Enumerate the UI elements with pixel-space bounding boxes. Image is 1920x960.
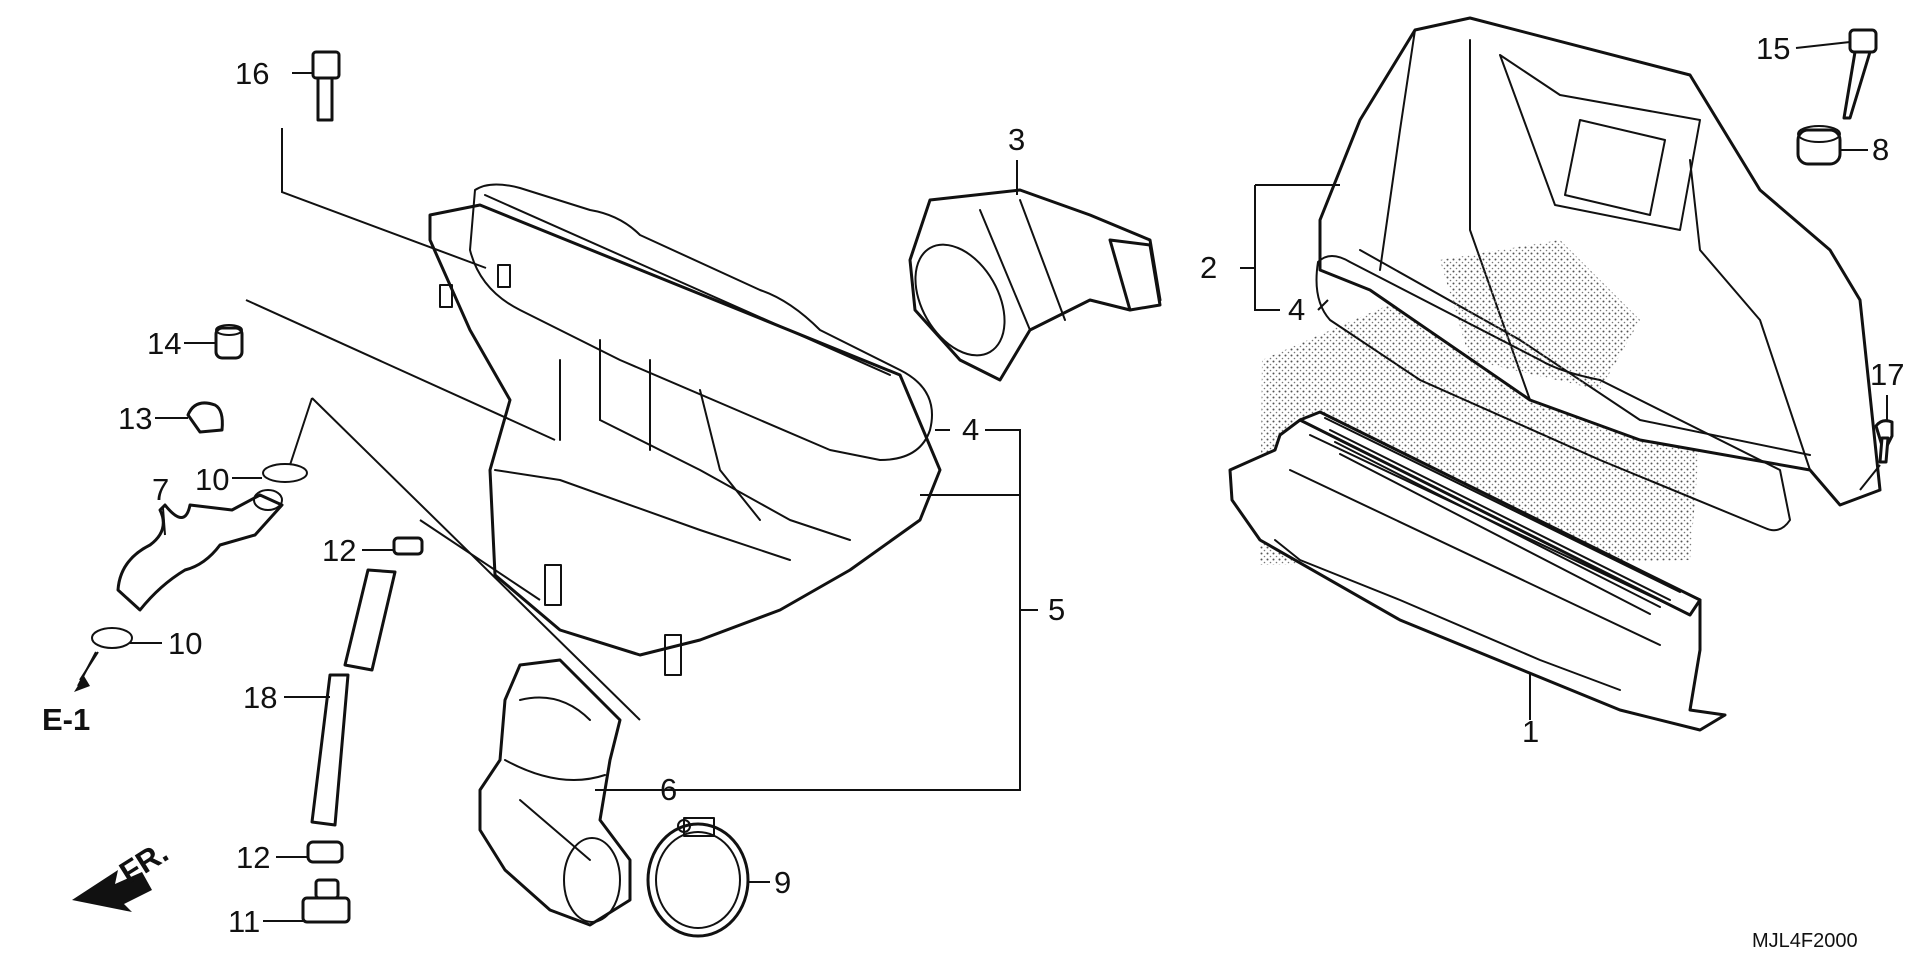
- tube-clip-upper[interactable]: [262, 463, 308, 483]
- tube-clip-12-lower[interactable]: [306, 840, 344, 864]
- callout-4-cover: 4: [1288, 292, 1305, 327]
- tube-clip-lower[interactable]: [91, 627, 133, 649]
- front-direction-arrow-icon: FR.: [72, 834, 174, 912]
- callout-10-lower: 10: [168, 626, 202, 661]
- reference-label: E-1: [42, 702, 90, 737]
- callout-8: 8: [1872, 132, 1889, 167]
- air-cleaner-cover[interactable]: [1318, 16, 1882, 507]
- intake-duct[interactable]: [478, 658, 632, 927]
- callout-15: 15: [1756, 31, 1790, 66]
- callout-6: 6: [660, 772, 677, 807]
- callout-12-lower: 12: [236, 840, 270, 875]
- callout-4-case: 4: [962, 412, 979, 447]
- callout-13: 13: [118, 401, 152, 436]
- diagram-code: MJL4F2000: [1752, 930, 1858, 952]
- grommet-14[interactable]: [214, 324, 244, 360]
- bolt-16[interactable]: [311, 50, 341, 122]
- callout-16: 16: [235, 56, 269, 91]
- callout-18: 18: [243, 680, 277, 715]
- grommet-8[interactable]: [1796, 125, 1842, 166]
- callout-10-upper: 10: [195, 462, 229, 497]
- cover-seal-packing[interactable]: [1315, 255, 1791, 532]
- air-cleaner-case[interactable]: [428, 203, 942, 676]
- drain-tube[interactable]: [116, 489, 284, 612]
- callout-14: 14: [147, 326, 181, 361]
- drain-tube-18[interactable]: [310, 568, 397, 827]
- callout-labels: 1 2 3 4 4 5 6 7 8 9 10 10 11 12 12 13 14…: [118, 31, 1904, 939]
- callout-17: 17: [1870, 357, 1904, 392]
- band-clamp[interactable]: [646, 817, 750, 938]
- case-seal-packing[interactable]: [469, 183, 933, 461]
- leader-lines: [74, 41, 1888, 922]
- screw-17[interactable]: [1874, 419, 1894, 464]
- callout-11: 11: [228, 904, 260, 939]
- connecting-tube[interactable]: [897, 188, 1162, 382]
- drain-plug-11[interactable]: [301, 878, 351, 924]
- tube-clip-12-upper[interactable]: [392, 536, 424, 556]
- callout-5: 5: [1048, 592, 1065, 627]
- callout-1: 1: [1522, 714, 1539, 749]
- callout-7: 7: [152, 472, 169, 507]
- callout-2: 2: [1200, 250, 1217, 285]
- collar-13[interactable]: [186, 401, 224, 434]
- air-filter-element[interactable]: [1228, 410, 1727, 732]
- callout-3: 3: [1008, 122, 1025, 157]
- callout-9: 9: [774, 865, 791, 900]
- screw-15[interactable]: [1842, 28, 1878, 120]
- callout-12-upper: 12: [322, 533, 356, 568]
